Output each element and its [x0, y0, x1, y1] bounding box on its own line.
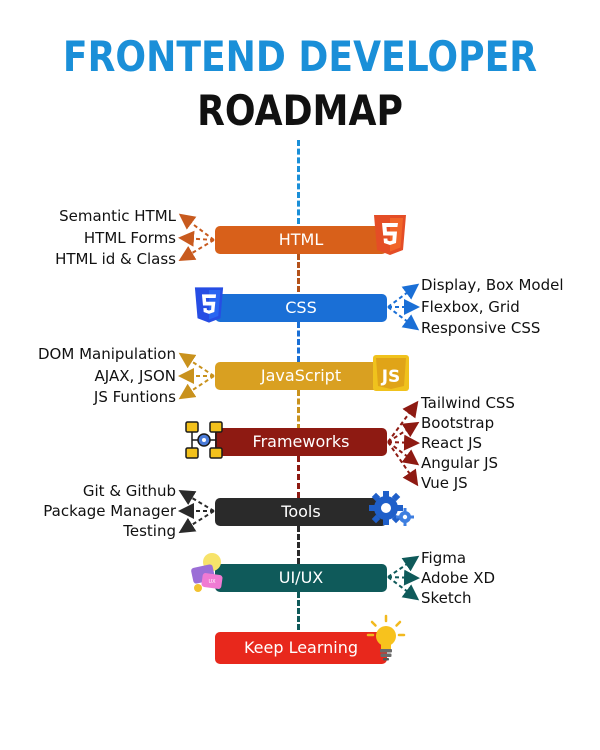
- stage-bar-frameworks: Frameworks: [215, 428, 387, 456]
- gear-icon: [369, 491, 414, 526]
- topic-label: HTML id & Class: [55, 250, 176, 268]
- topic-label: Angular JS: [421, 454, 499, 472]
- topic-label: Bootstrap: [421, 414, 495, 432]
- stage-bar-tools: Tools: [215, 498, 387, 526]
- spine-segment: [297, 592, 300, 630]
- topic-label: Sketch: [421, 589, 472, 607]
- topic-label: Vue JS: [421, 474, 468, 492]
- topic-label: Responsive CSS: [421, 319, 541, 337]
- topic-label: Display, Box Model: [421, 276, 564, 294]
- title-line-2: ROADMAP: [197, 86, 403, 135]
- stage-bar-css: CSS: [215, 294, 387, 322]
- topic-label: Flexbox, Grid: [421, 298, 520, 316]
- topic-label: JS Funtions: [93, 388, 176, 406]
- spine-segment: [297, 456, 300, 498]
- topic-label: Package Manager: [43, 502, 176, 520]
- lightbulb-icon: [366, 614, 406, 661]
- css3-icon: [194, 287, 224, 323]
- stage-bar-keep-learning: Keep Learning: [215, 632, 387, 664]
- svg-text:UX: UX: [208, 579, 216, 585]
- spine-segment: [297, 322, 300, 362]
- topic-label: Figma: [421, 549, 467, 567]
- spine-segment: [297, 526, 300, 564]
- topic-label: HTML Forms: [83, 229, 176, 247]
- topic-label: Semantic HTML: [59, 207, 176, 225]
- js-icon: JS: [373, 355, 409, 391]
- design-icon: UX: [191, 553, 223, 592]
- topic-label: DOM Manipulation: [38, 345, 176, 363]
- spine-segment: [297, 140, 300, 224]
- stage-bar-javascript: JavaScript: [215, 362, 387, 390]
- html5-icon: [374, 215, 406, 255]
- topic-label: Tailwind CSS: [421, 394, 515, 412]
- title-line-1: FRONTEND DEVELOPER: [62, 32, 538, 81]
- spine-segment: [297, 254, 300, 292]
- topic-label: AJAX, JSON: [94, 367, 176, 385]
- topic-label: Git & Github: [82, 482, 176, 500]
- stage-bar-html: HTML: [215, 226, 387, 254]
- svg-text:JS: JS: [381, 367, 401, 387]
- spine-segment: [297, 390, 300, 430]
- frameworks-icon: [185, 421, 223, 459]
- stage-bar-uiux: UI/UX: [215, 564, 387, 592]
- topic-label: React JS: [421, 434, 483, 452]
- topic-label: Testing: [123, 522, 176, 540]
- topic-label: Adobe XD: [421, 569, 496, 587]
